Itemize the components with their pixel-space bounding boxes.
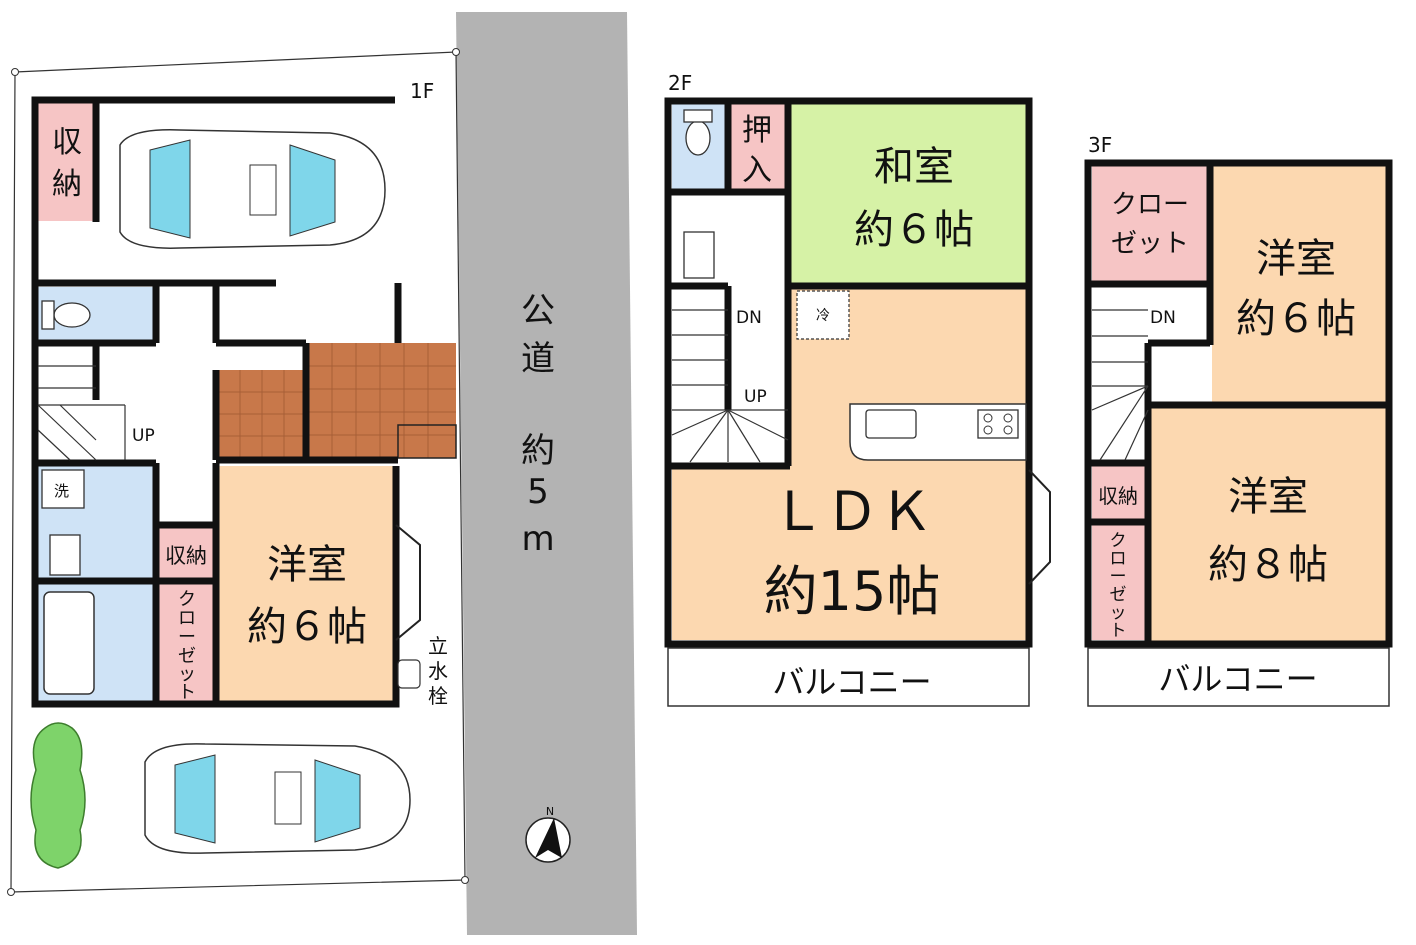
storage-3f xyxy=(1092,466,1146,520)
ldk-2f xyxy=(672,287,1026,640)
balcony-2f xyxy=(667,647,1030,707)
balcony-3f xyxy=(1087,647,1390,707)
room-b-name-3f: 洋室 xyxy=(1228,474,1308,520)
closet-3f-vertical-label: ク ロ ー ゼ ッ ト xyxy=(1110,531,1127,641)
oshiire-2f xyxy=(730,104,786,190)
washitsu-name: 和室 xyxy=(874,144,954,190)
washitsu-2f xyxy=(790,104,1026,284)
closet-3f-label-1: クロー xyxy=(1111,190,1189,220)
walls-2f xyxy=(664,97,1033,648)
faucet-label-2: 水 xyxy=(428,659,448,683)
room-a-name-3f: 洋室 xyxy=(1256,236,1336,282)
svg-text:ト: ト xyxy=(178,682,196,703)
room-a-size-3f: 約６帖 xyxy=(1236,296,1356,342)
road-label-1: 公 xyxy=(521,291,555,331)
svg-text:ゼ: ゼ xyxy=(1110,585,1127,605)
room-name-1f: 洋室 xyxy=(267,542,347,588)
oshiire-label-1: 押 xyxy=(742,113,772,148)
stairs-2f xyxy=(671,309,789,463)
storage-1f xyxy=(38,103,96,221)
faucet-label-1: 立 xyxy=(428,634,448,658)
room-size-1f: 約６帖 xyxy=(247,604,367,650)
svg-text:ー: ー xyxy=(178,627,196,648)
road-label-2: 道 xyxy=(521,339,555,379)
western-room-a-3f xyxy=(1212,166,1386,404)
svg-text:ゼ: ゼ xyxy=(178,646,196,667)
svg-text:ロ: ロ xyxy=(1110,549,1127,569)
toilet-icon-2f xyxy=(685,120,711,156)
kitchen-sink-icon xyxy=(865,409,917,439)
up-label-1f: UP xyxy=(132,426,155,446)
car-icon-top xyxy=(119,129,386,249)
svg-text:ク: ク xyxy=(1110,531,1127,551)
walls-3f xyxy=(1084,159,1393,648)
balcony-label-3f: バルコニー xyxy=(1158,660,1317,698)
storage-small-label: 収納 xyxy=(165,544,207,568)
stairs-1f xyxy=(37,365,126,461)
faucet-label-3: 栓 xyxy=(428,684,448,708)
balcony-label-2f: バルコニー xyxy=(772,663,931,701)
public-road xyxy=(456,12,637,935)
bay-window-2f xyxy=(1028,469,1051,585)
storage-small-1f xyxy=(158,527,214,579)
stove-icon xyxy=(977,409,1019,439)
sink-icon xyxy=(49,534,81,576)
closet-3f-top xyxy=(1092,166,1208,282)
closet-1f xyxy=(158,583,214,701)
svg-text:ー: ー xyxy=(1110,567,1127,587)
faucet-icon xyxy=(397,659,421,689)
bathtub-icon xyxy=(43,591,95,695)
oshiire-label-2: 入 xyxy=(742,153,772,188)
bay-window-1f xyxy=(395,524,421,641)
floor-label-2f: 2F xyxy=(668,71,692,95)
storage-label-1: 収 xyxy=(52,125,82,160)
wash-label: 洗 xyxy=(54,482,69,500)
floor-label-1f: 1F xyxy=(410,79,434,103)
road-label-3: 約 xyxy=(521,431,555,471)
up-label-2f: UP xyxy=(744,387,767,407)
walls-1f xyxy=(31,96,402,708)
car-icon-bottom xyxy=(144,743,411,854)
svg-text:ッ: ッ xyxy=(178,664,196,685)
stairs-3f xyxy=(1091,309,1149,461)
storage-3f-label: 収納 xyxy=(1098,484,1138,508)
closet-3f-label-2: ゼット xyxy=(1111,229,1189,259)
dn-label-2f: DN xyxy=(736,308,762,328)
room-b-size-3f: 約８帖 xyxy=(1208,542,1328,588)
closet-label-1f: ク ロ ー ゼ ッ ト xyxy=(178,589,196,703)
compass-icon: N xyxy=(525,805,571,863)
washitsu-size: 約６帖 xyxy=(854,207,974,253)
ldk-size: 約15帖 xyxy=(764,560,941,623)
floor-label-3f: 3F xyxy=(1088,133,1112,157)
svg-text:ロ: ロ xyxy=(178,608,196,629)
fridge-label: 冷 xyxy=(816,308,830,324)
svg-text:ッ: ッ xyxy=(1110,603,1127,623)
ldk-name: ＬＤＫ xyxy=(771,480,933,543)
tree-icon xyxy=(30,722,86,869)
storage-label-2: 納 xyxy=(52,167,82,202)
compass-north-label: N xyxy=(546,805,554,818)
western-room-1f xyxy=(218,466,395,701)
road-label-4: 5 xyxy=(527,472,549,512)
fridge-icon xyxy=(796,290,850,340)
dn-label-3f: DN xyxy=(1150,308,1176,328)
toilet-icon xyxy=(53,302,91,328)
western-room-b-3f xyxy=(1150,408,1386,644)
closet-3f-vertical xyxy=(1092,524,1146,640)
entrance-tiles xyxy=(218,343,457,459)
washing-machine-icon xyxy=(41,469,85,509)
basin-icon-2f xyxy=(683,231,715,279)
svg-text:ト: ト xyxy=(1110,621,1127,641)
road-label-5: m xyxy=(521,519,554,559)
svg-text:ク: ク xyxy=(178,589,196,610)
